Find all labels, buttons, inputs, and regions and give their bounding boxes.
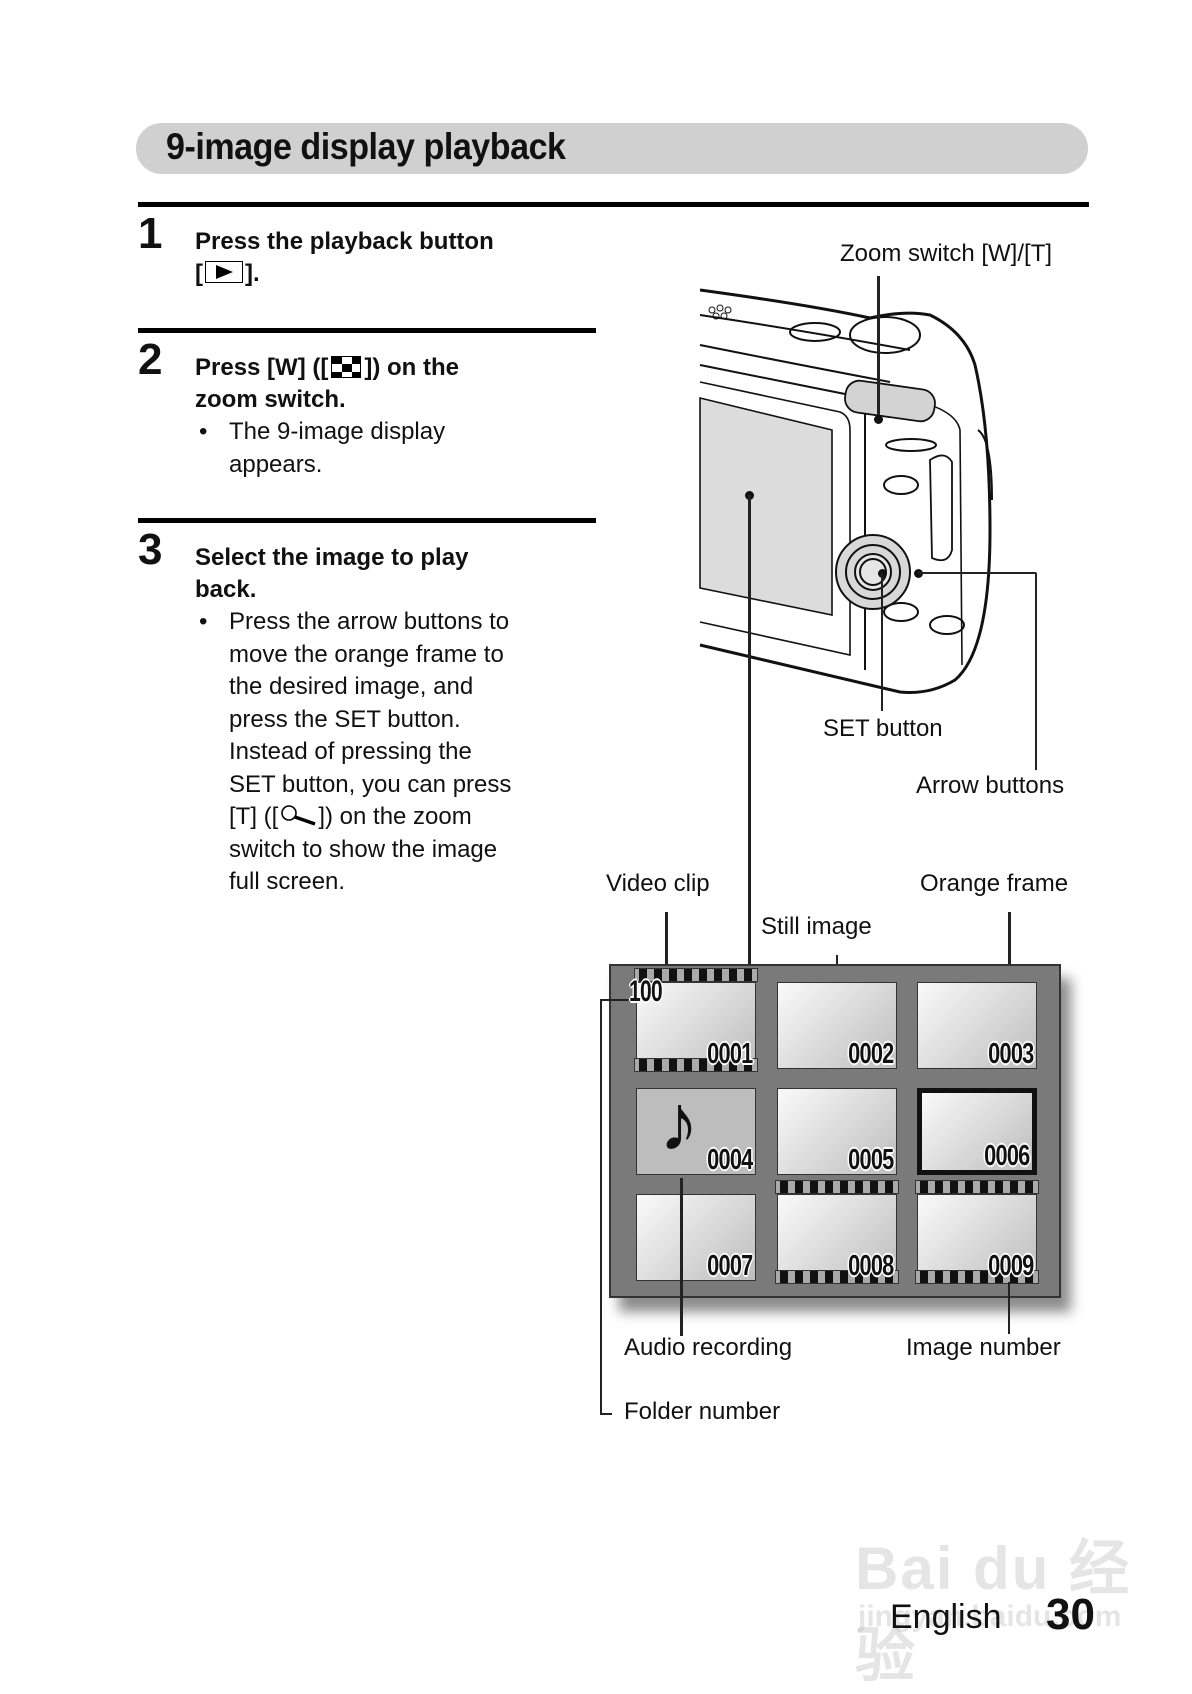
film-strip-icon xyxy=(915,1270,1039,1284)
footer-language: English xyxy=(890,1598,1002,1636)
image-number: 0005 xyxy=(848,1144,895,1175)
step-3-heading-line2: back. xyxy=(195,576,257,603)
bullet-line: the desired image, and xyxy=(229,673,474,700)
step-number: 3 xyxy=(138,525,163,574)
bracket-open: [ xyxy=(195,260,203,287)
bullet-line: full screen. xyxy=(229,868,346,895)
step-number: 1 xyxy=(138,209,163,258)
bullet-line: [T] ([ ]) on the zoom xyxy=(229,801,511,834)
image-number: 0002 xyxy=(848,1038,895,1069)
bullet-line: The 9-image display xyxy=(229,418,446,445)
bullet-dot: • xyxy=(199,608,208,635)
thumbnail-0008[interactable]: 0008 xyxy=(775,1180,899,1284)
leader-line xyxy=(600,999,630,1001)
image-number: 0003 xyxy=(988,1038,1035,1069)
thumbnail-0007[interactable]: 0007 xyxy=(636,1194,756,1281)
inline-text: [T] ([ xyxy=(229,803,279,830)
step-1-heading-line1: Press the playback button xyxy=(195,228,494,255)
step-2-heading-line1: Press [W] ([ ]) on the xyxy=(195,352,459,384)
bullet-line: Press the arrow buttons to xyxy=(229,608,510,635)
step-divider xyxy=(138,518,596,523)
watermark-logo: Bai du 经验 xyxy=(855,1535,1132,1689)
leader-line xyxy=(665,912,668,980)
heading-text: ]) on the xyxy=(364,354,459,381)
leader-line xyxy=(600,999,602,1415)
leader-line xyxy=(600,1413,612,1415)
step-divider xyxy=(138,202,1089,207)
nine-image-grid: 0001 0002 0003 ♪ 0004 0005 0006 0007 0008 0009 xyxy=(609,964,1061,1298)
section-title-bar xyxy=(136,123,1088,174)
callout-orange-frame: Orange frame xyxy=(920,870,1069,897)
watermark-url: jingyan.baidu.com xyxy=(858,1600,1122,1633)
callout-still-image: Still image xyxy=(761,913,872,940)
callout-arrow-buttons: Arrow buttons xyxy=(916,772,1065,799)
film-strip-icon xyxy=(775,1270,899,1284)
thumbnail-0009[interactable]: 0009 xyxy=(915,1180,1039,1284)
thumbnail-0003[interactable]: 0003 xyxy=(917,982,1037,1069)
camera-illustration xyxy=(699,288,993,694)
step-2-heading: Press [W] ([ ]) on the zoom switch. xyxy=(195,352,459,416)
image-number: 0008 xyxy=(848,1250,895,1282)
step-2-heading-line2: zoom switch. xyxy=(195,386,346,413)
image-number: 0006 xyxy=(984,1140,1031,1172)
playback-icon xyxy=(205,261,243,283)
callout-video-clip: Video clip xyxy=(606,870,710,897)
callout-folder-number: Folder number xyxy=(624,1398,781,1425)
step-1-heading-line2: []. xyxy=(195,258,494,290)
thumbnail-0001[interactable]: 0001 xyxy=(634,968,758,1072)
page-title: 9-image display playback xyxy=(166,126,566,167)
film-strip-icon xyxy=(634,968,758,982)
bullet-line: press the SET button. xyxy=(229,705,461,733)
folder-number: 100 xyxy=(629,975,663,1008)
thumbnail-0006[interactable]: 0006 xyxy=(917,1088,1037,1175)
bullet-dot: • xyxy=(199,418,208,445)
bullet-line: Instead of pressing the xyxy=(229,738,472,765)
image-number: 0004 xyxy=(707,1144,754,1175)
image-number: 0009 xyxy=(988,1250,1035,1282)
callout-audio-recording: Audio recording xyxy=(624,1334,793,1361)
leader-line xyxy=(877,276,880,421)
inline-text: ]) on the zoom xyxy=(318,803,472,830)
step-3-heading: Select the image to play back. xyxy=(195,542,468,606)
leader-line xyxy=(1008,1282,1010,1334)
leader-line xyxy=(680,1178,683,1336)
film-strip-icon xyxy=(634,1058,758,1072)
callout-image-number: Image number xyxy=(906,1334,1061,1361)
thumbnail-0004[interactable]: ♪ 0004 xyxy=(636,1088,756,1175)
index-grid-icon xyxy=(331,356,362,378)
step-1-heading: Press the playback button []. xyxy=(195,226,494,290)
film-strip-icon xyxy=(775,1180,899,1194)
leader-line xyxy=(1035,572,1037,770)
page-number: 30 xyxy=(1046,1590,1095,1639)
leader-line xyxy=(881,573,883,711)
bullet-line: appears. xyxy=(229,450,323,478)
callout-dot xyxy=(874,415,883,424)
film-strip-icon xyxy=(915,1180,1039,1194)
callout-set-button: SET button xyxy=(823,715,943,742)
leader-line xyxy=(918,572,1036,574)
bracket-close: ]. xyxy=(245,260,260,287)
bullet-line: move the orange frame to xyxy=(229,640,504,668)
leader-line xyxy=(748,495,751,964)
thumbnail-0005[interactable]: 0005 xyxy=(777,1088,897,1175)
bullet-line: SET button, you can press xyxy=(229,770,512,798)
thumbnail-0002[interactable]: 0002 xyxy=(777,982,897,1069)
image-number: 0001 xyxy=(707,1038,754,1070)
bullet-line: switch to show the image xyxy=(229,835,498,863)
step-3-bullet: • Press the arrow buttons to move the or… xyxy=(199,606,512,899)
magnify-icon xyxy=(278,803,318,826)
step-divider xyxy=(138,328,596,333)
step-number: 2 xyxy=(138,335,163,384)
callout-zoom-switch: Zoom switch [W]/[T] xyxy=(840,240,1053,267)
music-note-icon: ♪ xyxy=(659,1088,699,1167)
step-3-heading-line1: Select the image to play xyxy=(195,544,469,571)
step-2-bullet: • The 9-image display appears. xyxy=(199,416,446,481)
image-number: 0007 xyxy=(707,1250,754,1281)
heading-text: Press [W] ([ xyxy=(195,354,329,381)
